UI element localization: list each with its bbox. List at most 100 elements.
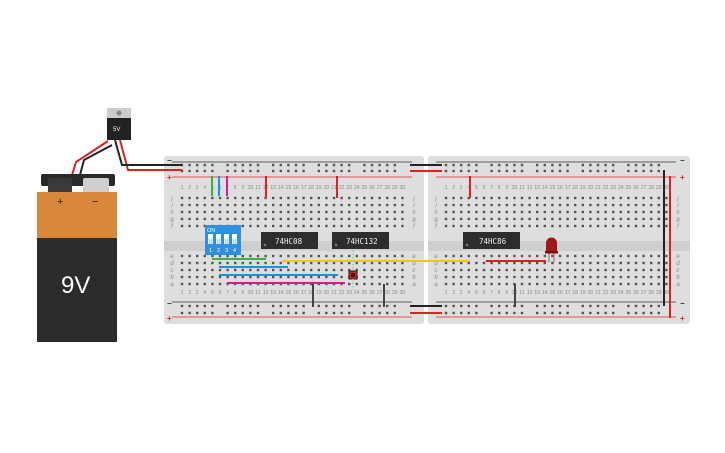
breadboard-hole[interactable]: [581, 203, 584, 207]
breadboard-hole[interactable]: [581, 282, 584, 286]
breadboard-hole[interactable]: [665, 217, 668, 221]
breadboard-hole[interactable]: [612, 217, 615, 221]
breadboard-hole[interactable]: [490, 224, 493, 228]
breadboard-hole[interactable]: [370, 217, 374, 221]
rail-hole[interactable]: [325, 163, 328, 167]
rail-hole[interactable]: [370, 311, 374, 315]
breadboard-hole[interactable]: [444, 203, 448, 207]
breadboard-hole[interactable]: [596, 282, 600, 286]
breadboard-hole[interactable]: [543, 254, 546, 258]
breadboard-hole[interactable]: [386, 224, 389, 228]
breadboard-hole[interactable]: [513, 275, 516, 279]
rail-hole[interactable]: [513, 169, 516, 173]
breadboard-hole[interactable]: [566, 275, 569, 279]
breadboard-hole[interactable]: [340, 224, 343, 228]
breadboard-hole[interactable]: [287, 203, 290, 207]
breadboard-hole[interactable]: [612, 210, 615, 214]
breadboard-hole[interactable]: [370, 224, 374, 228]
breadboard-hole[interactable]: [180, 261, 184, 265]
rail-hole[interactable]: [211, 163, 214, 167]
rail-hole[interactable]: [612, 169, 615, 173]
breadboard-hole[interactable]: [241, 217, 244, 221]
breadboard-hole[interactable]: [355, 196, 358, 200]
rail-hole[interactable]: [348, 163, 351, 167]
breadboard-hole[interactable]: [642, 261, 645, 265]
rail-hole[interactable]: [589, 163, 592, 167]
breadboard-hole[interactable]: [264, 224, 267, 228]
rail-hole[interactable]: [234, 311, 237, 315]
breadboard-hole[interactable]: [196, 282, 199, 286]
rail-hole[interactable]: [340, 163, 343, 167]
rail-hole[interactable]: [558, 169, 562, 173]
breadboard-hole[interactable]: [460, 196, 463, 200]
breadboard-hole[interactable]: [355, 268, 358, 272]
rail-hole[interactable]: [302, 163, 305, 167]
breadboard-hole[interactable]: [536, 210, 539, 214]
rail-hole[interactable]: [348, 311, 351, 315]
breadboard-hole[interactable]: [401, 275, 404, 279]
rail-hole[interactable]: [627, 163, 630, 167]
breadboard-hole[interactable]: [249, 210, 252, 214]
breadboard-hole[interactable]: [543, 196, 546, 200]
chip-74hc86[interactable]: 74HC86: [463, 232, 520, 249]
breadboard-hole[interactable]: [317, 203, 320, 207]
breadboard-hole[interactable]: [475, 282, 478, 286]
breadboard-hole[interactable]: [203, 196, 206, 200]
breadboard-hole[interactable]: [452, 254, 455, 258]
rail-hole[interactable]: [226, 311, 229, 315]
breadboard-hole[interactable]: [272, 196, 275, 200]
breadboard-hole[interactable]: [475, 217, 478, 221]
breadboard-hole[interactable]: [452, 217, 455, 221]
breadboard-hole[interactable]: [627, 275, 630, 279]
breadboard-hole[interactable]: [657, 268, 660, 272]
rail-hole[interactable]: [566, 311, 569, 315]
rail-hole[interactable]: [332, 311, 336, 315]
breadboard-hole[interactable]: [332, 196, 336, 200]
rail-hole[interactable]: [505, 311, 508, 315]
breadboard-hole[interactable]: [467, 254, 470, 258]
breadboard-hole[interactable]: [234, 217, 237, 221]
breadboard-hole[interactable]: [203, 282, 206, 286]
breadboard-hole[interactable]: [642, 196, 645, 200]
breadboard-hole[interactable]: [596, 196, 600, 200]
breadboard-hole[interactable]: [520, 275, 524, 279]
breadboard-hole[interactable]: [256, 224, 260, 228]
breadboard-hole[interactable]: [393, 261, 396, 265]
breadboard-hole[interactable]: [596, 224, 600, 228]
breadboard-hole[interactable]: [543, 217, 546, 221]
breadboard-hole[interactable]: [551, 196, 554, 200]
breadboard-hole[interactable]: [249, 217, 252, 221]
rail-hole[interactable]: [634, 311, 638, 315]
breadboard-hole[interactable]: [558, 275, 562, 279]
breadboard-hole[interactable]: [558, 268, 562, 272]
breadboard-hole[interactable]: [482, 268, 486, 272]
breadboard-hole[interactable]: [475, 196, 478, 200]
breadboard-hole[interactable]: [604, 282, 607, 286]
breadboard-hole[interactable]: [332, 268, 336, 272]
breadboard-hole[interactable]: [226, 217, 229, 221]
breadboard-hole[interactable]: [241, 261, 244, 265]
breadboard-hole[interactable]: [363, 217, 366, 221]
breadboard-hole[interactable]: [188, 275, 191, 279]
rail-hole[interactable]: [340, 311, 343, 315]
breadboard-hole[interactable]: [627, 196, 630, 200]
breadboard-hole[interactable]: [650, 254, 653, 258]
breadboard-hole[interactable]: [589, 268, 592, 272]
breadboard-hole[interactable]: [444, 210, 448, 214]
rail-hole[interactable]: [581, 304, 584, 308]
breadboard-hole[interactable]: [467, 282, 470, 286]
breadboard-hole[interactable]: [574, 268, 577, 272]
breadboard-hole[interactable]: [604, 210, 607, 214]
breadboard-hole[interactable]: [551, 224, 554, 228]
rail-hole[interactable]: [363, 163, 366, 167]
rail-hole[interactable]: [490, 169, 493, 173]
breadboard-hole[interactable]: [482, 282, 486, 286]
breadboard-hole[interactable]: [444, 268, 448, 272]
breadboard-hole[interactable]: [634, 254, 638, 258]
breadboard-hole[interactable]: [581, 275, 584, 279]
rail-hole[interactable]: [241, 311, 244, 315]
breadboard-hole[interactable]: [528, 261, 531, 265]
rail-hole[interactable]: [467, 304, 470, 308]
breadboard-hole[interactable]: [370, 254, 374, 258]
